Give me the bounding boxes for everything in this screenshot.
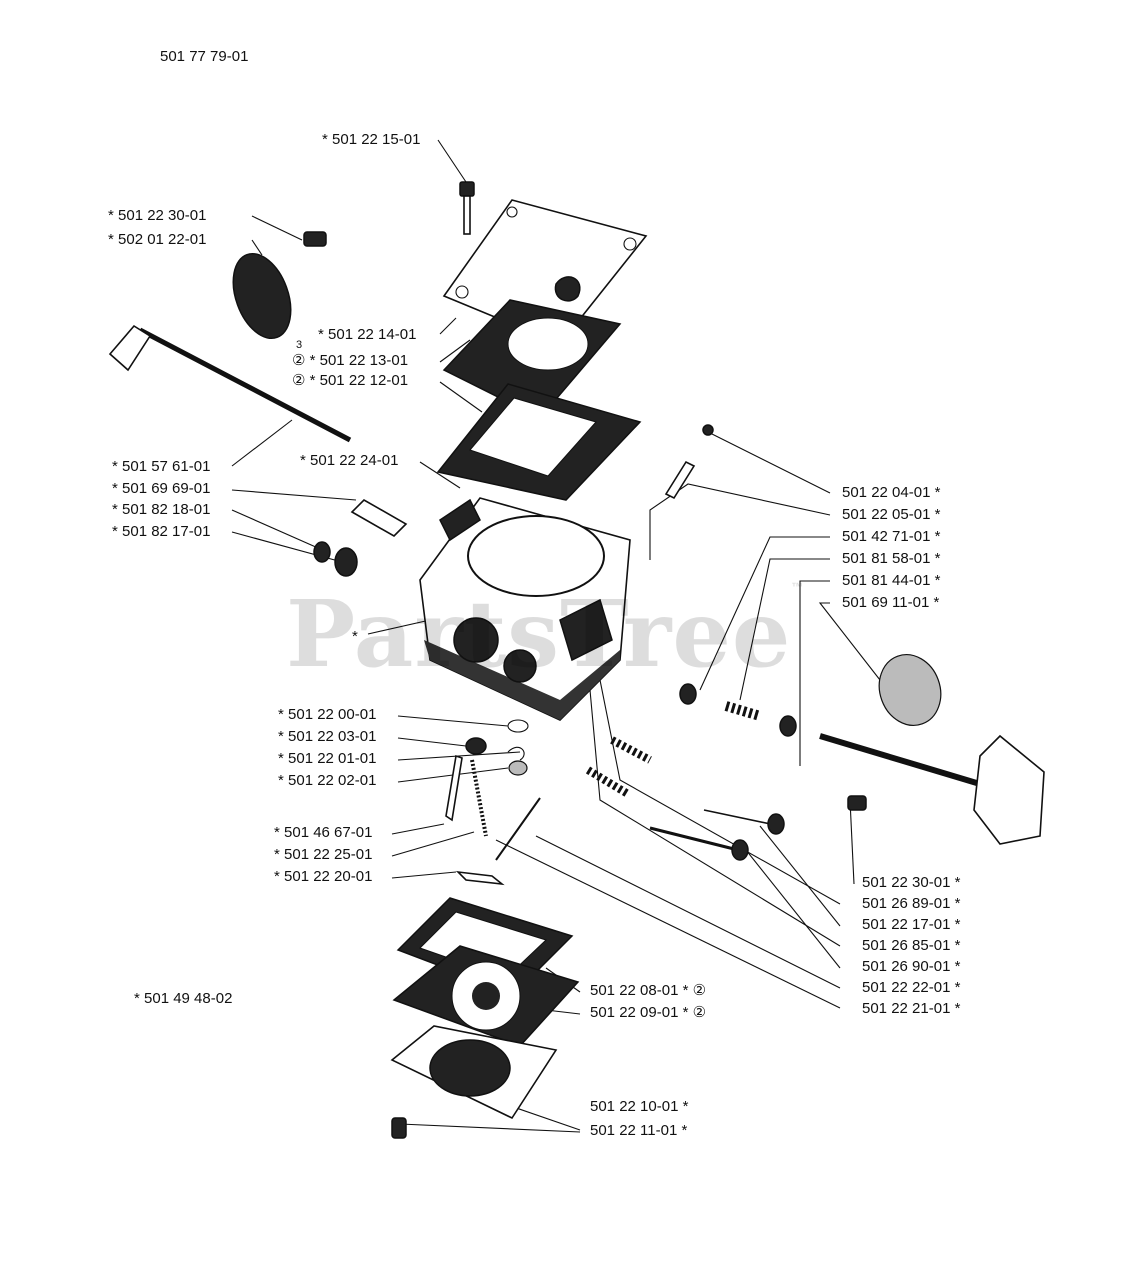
throttle-parts: [679, 654, 1045, 845]
callout-501-26-90-01[interactable]: 501 26 90-01 *: [862, 958, 961, 975]
callout-501-22-22-01[interactable]: 501 22 22-01 *: [862, 979, 961, 996]
choke-screw: [303, 231, 327, 247]
callout-501-22-15-01[interactable]: * 501 22 15-01: [322, 131, 421, 148]
bottom-cover: [390, 1025, 558, 1120]
check-valve-ball: [702, 424, 714, 436]
callout-501-81-58-01[interactable]: 501 81 58-01 *: [842, 550, 941, 567]
callout-501-22-20-01[interactable]: * 501 22 20-01: [274, 868, 373, 885]
callout-501-69-11-01[interactable]: 501 69 11-01 *: [842, 594, 940, 611]
callout-501-82-17-01[interactable]: * 501 82 17-01: [112, 523, 211, 540]
callout-501-22-03-01[interactable]: * 501 22 03-01: [278, 728, 377, 745]
callout-501-22-12-01[interactable]: ② * 501 22 12-01: [292, 372, 409, 389]
watermark: PartsTree™: [286, 580, 804, 688]
callout-501-69-69-01[interactable]: * 501 69 69-01: [112, 480, 211, 497]
pump-diaphragm: [442, 299, 622, 419]
callout-501-22-21-01[interactable]: 501 22 21-01 *: [862, 1000, 961, 1017]
leader-lines: [231, 139, 881, 1133]
diagram-title: 501 77 79-01: [160, 48, 249, 65]
callout-501-49-48-02[interactable]: * 501 49 48-02: [134, 990, 233, 1007]
choke-shaft: [108, 324, 352, 443]
callout-501-57-61-01[interactable]: * 501 57 61-01: [112, 458, 211, 475]
choke-plate: [232, 252, 292, 340]
pump-gasket: [436, 383, 642, 501]
callout-501-22-25-01[interactable]: * 501 22 25-01: [274, 846, 373, 863]
callout-note-3: 3: [296, 339, 303, 351]
callout-501-22-04-01[interactable]: 501 22 04-01 *: [842, 484, 941, 501]
callout-501-26-85-01[interactable]: 501 26 85-01 *: [862, 937, 961, 954]
bottom-screw: [391, 1117, 407, 1139]
watermark-text: PartsTree: [286, 580, 792, 688]
callout-501-22-00-01[interactable]: * 501 22 00-01: [278, 706, 377, 723]
callout-501-22-24-01[interactable]: * 501 22 24-01: [300, 452, 399, 469]
callout-501-22-11-01[interactable]: 501 22 11-01 *: [590, 1122, 688, 1139]
carburetor-body: [419, 497, 631, 721]
inlet-washers: [313, 541, 358, 577]
callout-502-01-22-01[interactable]: * 502 01 22-01: [108, 231, 207, 248]
callout-501-22-17-01[interactable]: 501 22 17-01 *: [862, 916, 961, 933]
callout-501-22-30-01-top[interactable]: * 501 22 30-01: [108, 207, 207, 224]
callout-501-22-01-01[interactable]: * 501 22 01-01: [278, 750, 377, 767]
callout-501-22-10-01[interactable]: 501 22 10-01 *: [590, 1098, 689, 1115]
top-cover-plate: [442, 199, 648, 345]
callout-501-46-67-01[interactable]: * 501 46 67-01: [274, 824, 373, 841]
watermark-trademark: ™: [791, 580, 805, 594]
callout-body-asterisk[interactable]: *: [352, 628, 358, 645]
check-valve-nipple: [664, 460, 696, 500]
callout-501-42-71-01[interactable]: 501 42 71-01 *: [842, 528, 941, 545]
metering-diaphragm: [392, 945, 580, 1047]
inlet-needle-and-spring: [445, 754, 541, 886]
needle-valves: [585, 736, 785, 861]
callout-501-22-05-01[interactable]: 501 22 05-01 *: [842, 506, 941, 523]
callout-501-82-18-01[interactable]: * 501 82 18-01: [112, 501, 211, 518]
top-screw: [459, 181, 475, 235]
callout-501-22-09-01[interactable]: 501 22 09-01 * ②: [590, 1004, 707, 1021]
fuel-inlet-fitting: [350, 499, 408, 537]
callout-501-22-13-01[interactable]: ② * 501 22 13-01: [292, 352, 409, 369]
small-parts-left: [465, 719, 529, 776]
callout-501-26-89-01[interactable]: 501 26 89-01 *: [862, 895, 961, 912]
callout-501-81-44-01[interactable]: 501 81 44-01 *: [842, 572, 941, 589]
callout-501-22-30-01-right[interactable]: 501 22 30-01 *: [862, 874, 961, 891]
callout-501-22-14-01[interactable]: * 501 22 14-01: [318, 326, 417, 343]
callout-501-22-02-01[interactable]: * 501 22 02-01: [278, 772, 377, 789]
callout-501-22-08-01[interactable]: 501 22 08-01 * ②: [590, 982, 707, 999]
